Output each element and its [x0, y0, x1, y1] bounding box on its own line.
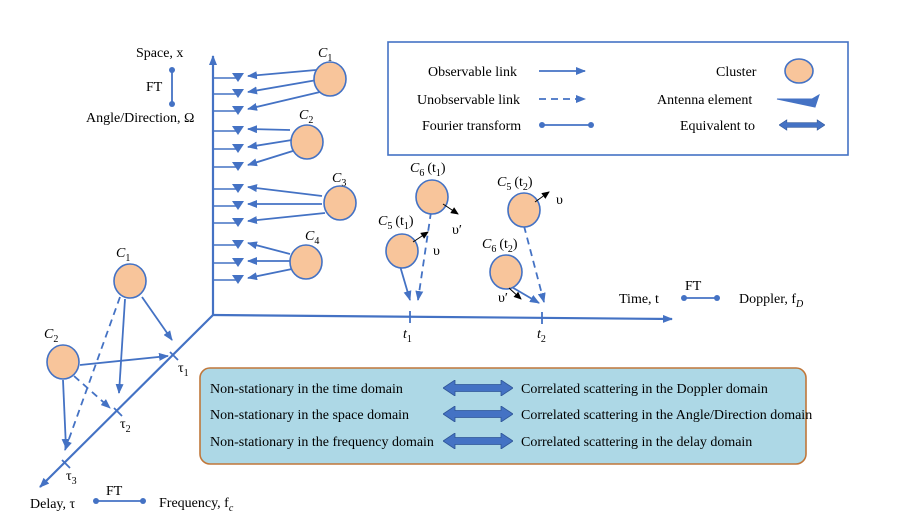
- delay-tick-labels: τ1 τ2 τ3: [66, 361, 189, 487]
- time-doppler-ft: Time, t FT Doppler, fD: [619, 279, 804, 310]
- c5-t1-label: C5(t1): [378, 214, 414, 232]
- delay-c1-label: C: [116, 246, 126, 261]
- svg-text:τ3: τ3: [66, 469, 77, 487]
- tau3-label: τ: [66, 469, 72, 484]
- spatial-cluster-labels: C1 C2 C3 C4: [299, 46, 346, 247]
- time-axis: [212, 313, 673, 323]
- cluster-c6-t1: [415, 179, 449, 215]
- tau2-label: τ: [120, 417, 126, 432]
- eq-row-1-right: Correlated scattering in the Doppler dom…: [521, 382, 768, 397]
- svg-text:C3: C3: [332, 171, 346, 189]
- ft-label-time: FT: [685, 279, 702, 294]
- legend: Observable link Unobservable link Fourie…: [387, 41, 849, 156]
- delay-cluster-c2: [46, 344, 80, 380]
- velocity-prime-label: υ′: [452, 223, 462, 238]
- t2-label: t: [537, 327, 542, 342]
- equivalence-box: Non-stationary in the time domain Correl…: [199, 367, 812, 465]
- velocity-arrows: [412, 191, 550, 300]
- svg-text:C1: C1: [116, 246, 130, 264]
- cluster-c3: [323, 185, 357, 221]
- eq-row-3-right: Correlated scattering in the delay domai…: [521, 435, 752, 450]
- legend-antenna-label: Antenna element: [657, 93, 752, 108]
- cluster-c1: [313, 61, 347, 97]
- c3-label: C: [332, 171, 342, 186]
- spatial-links: [247, 69, 326, 281]
- antenna-element-2: [232, 89, 244, 98]
- time-cluster-labels: C5(t1) C6(t1) C5(t2) C6(t2) υ υ′ υ υ′: [378, 161, 563, 306]
- cluster-c4: [289, 244, 323, 280]
- antenna-element-8: [232, 201, 244, 210]
- delay-c2-label: C: [44, 327, 54, 342]
- delay-cluster-c1: [113, 263, 147, 299]
- c4-label: C: [305, 229, 315, 244]
- svg-text:τ2: τ2: [120, 417, 131, 435]
- svg-text:C2: C2: [299, 108, 313, 126]
- delay-axis-label: Delay, τ: [30, 497, 76, 512]
- antenna-element-10: [232, 240, 244, 249]
- delay-cluster-labels: C1 C2: [44, 246, 130, 345]
- velocity-label-2: υ: [556, 193, 563, 208]
- time-axis-label: Time, t: [619, 292, 659, 307]
- antenna-element-5: [232, 144, 244, 153]
- space-angle-ft: Space, x FT Angle/Direction, Ω: [86, 46, 194, 126]
- antenna-element-1: [232, 73, 244, 82]
- cluster-c6-t2: [489, 254, 523, 290]
- delay-clusters: [46, 263, 147, 380]
- svg-text:C2: C2: [44, 327, 58, 345]
- svg-text:t2: t2: [537, 327, 546, 345]
- antenna-element-3: [232, 106, 244, 115]
- legend-equivalent-label: Equivalent to: [680, 119, 755, 134]
- cluster-c5-t1: [385, 233, 419, 269]
- legend-fourier-label: Fourier transform: [422, 119, 521, 134]
- antenna-element-icon: [776, 93, 820, 108]
- c2-label: C: [299, 108, 309, 123]
- svg-text:C1: C1: [318, 46, 332, 64]
- time-clusters: [385, 179, 541, 290]
- time-ticks: [409, 311, 543, 324]
- c5-t2-label: C5(t2): [497, 175, 533, 193]
- c6-t1-label: C6(t1): [410, 161, 446, 179]
- antenna-element-4: [232, 126, 244, 135]
- antenna-element-11: [232, 258, 244, 267]
- legend-unobservable-label: Unobservable link: [417, 93, 520, 108]
- spatial-clusters: [289, 61, 357, 280]
- velocity-label: υ: [433, 244, 440, 259]
- antenna-element-7: [232, 184, 244, 193]
- space-axis-label: Space, x: [136, 46, 183, 61]
- time-links: [399, 211, 546, 304]
- legend-observable-label: Observable link: [428, 65, 517, 80]
- velocity-prime-label-2: υ′: [498, 291, 508, 306]
- delay-links: [61, 296, 173, 451]
- axes: [39, 55, 673, 488]
- doppler-axis-label: Doppler, fD: [739, 292, 804, 310]
- legend-cluster-label: Cluster: [716, 65, 757, 80]
- eq-row-2-left: Non-stationary in the space domain: [210, 408, 409, 423]
- c1-label: C: [318, 46, 328, 61]
- t1-label: t: [403, 327, 408, 342]
- svg-text:τ1: τ1: [178, 361, 189, 379]
- antenna-array: [213, 73, 244, 284]
- tau1-label: τ: [178, 361, 184, 376]
- antenna-element-6: [232, 162, 244, 171]
- frequency-axis-label: Frequency, fc: [159, 496, 234, 514]
- delay-axis: [39, 314, 214, 488]
- cluster-c5-t2: [507, 192, 541, 228]
- delay-frequency-ft: Delay, τ FT Frequency, fc: [30, 484, 234, 514]
- c6-t2-label: C6(t2): [482, 237, 518, 255]
- angle-axis-label: Angle/Direction, Ω: [86, 111, 194, 126]
- svg-text:t1: t1: [403, 327, 412, 345]
- time-tick-labels: t1 t2: [403, 327, 546, 345]
- ft-label-delay: FT: [106, 484, 123, 499]
- legend-cluster-icon: [784, 58, 814, 84]
- cluster-c2: [290, 124, 324, 160]
- eq-row-2-right: Correlated scattering in the Angle/Direc…: [521, 408, 812, 423]
- eq-row-1-left: Non-stationary in the time domain: [210, 382, 403, 397]
- eq-row-3-left: Non-stationary in the frequency domain: [210, 435, 434, 450]
- delay-ticks: [61, 351, 179, 469]
- svg-text:C4: C4: [305, 229, 319, 247]
- ft-label-space: FT: [146, 80, 163, 95]
- antenna-element-9: [232, 218, 244, 227]
- antenna-element-12: [232, 275, 244, 284]
